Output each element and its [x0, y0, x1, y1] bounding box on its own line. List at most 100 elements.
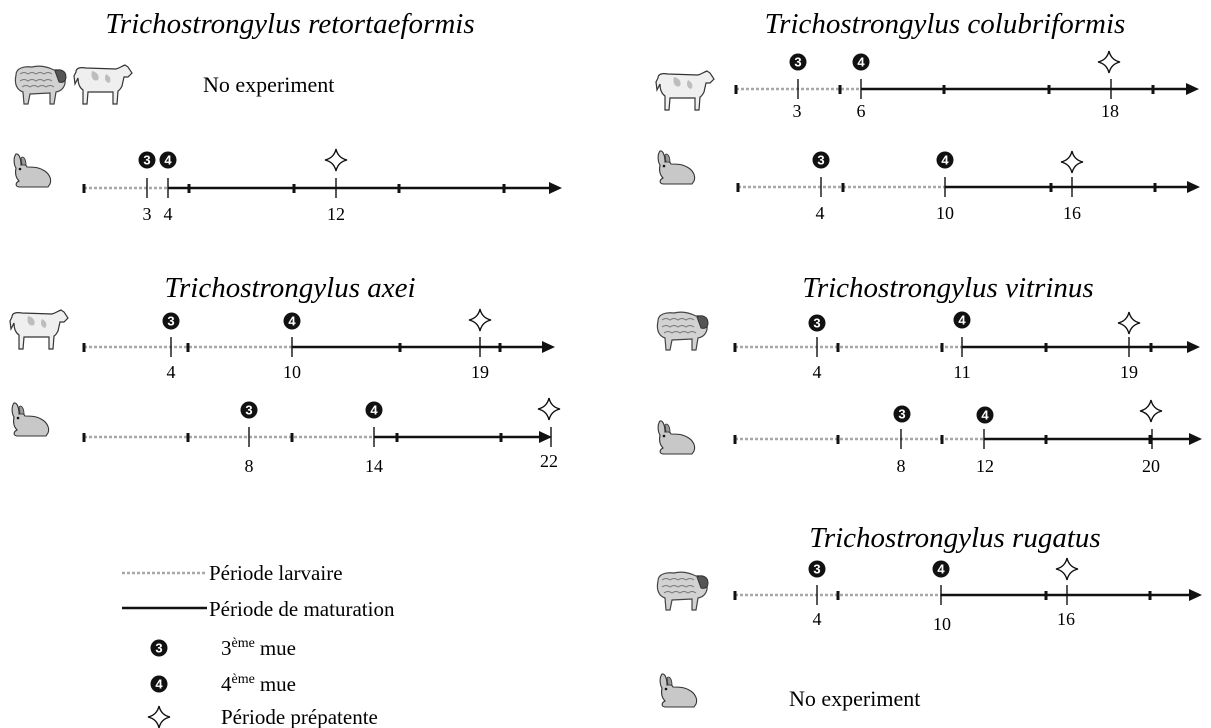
prepatent-day-label: 18: [1101, 101, 1119, 121]
mue3-icon: [893, 405, 911, 423]
prepatent-day-label: 20: [1142, 456, 1160, 476]
mue4-icon: [365, 401, 383, 419]
mue3-day-label: 3: [143, 204, 152, 224]
axis-arrowhead: [542, 341, 555, 353]
legend-maturation: Période de maturation: [122, 597, 395, 621]
mue4-icon: [852, 53, 870, 71]
cow-icon: [653, 69, 715, 111]
no-experiment-note: No experiment: [789, 686, 920, 711]
mue3-icon: [808, 314, 826, 332]
mue3-icon: [808, 560, 826, 578]
mue3-day-label: 4: [813, 362, 822, 382]
host-row-sheep: 4 10 16: [651, 557, 1202, 634]
axis-arrowhead: [1189, 433, 1202, 445]
no-experiment-note: No experiment: [203, 72, 334, 97]
mue4-icon: [936, 151, 954, 169]
prepatent-star-icon: [468, 308, 492, 332]
sheep-icon: [651, 311, 709, 351]
axis-minor-ticks: [82, 433, 503, 442]
axis-minor-ticks: [734, 85, 1155, 94]
panel-retortaeformis: Trichostrongylus retortaeformis No exper…: [9, 8, 562, 224]
legend-larval: Période larvaire: [122, 561, 343, 585]
prepatent-day-label: 12: [327, 204, 345, 224]
prepatent-star-icon: [1060, 150, 1084, 174]
rabbit-icon: [655, 672, 701, 710]
cow-icon: [71, 63, 133, 105]
mue4-day-label: 6: [857, 101, 866, 121]
prepatent-day-label: 16: [1063, 203, 1081, 223]
mue4-day-label: 11: [953, 362, 970, 382]
legend-prepatent: Période prépatente: [147, 705, 378, 728]
legend-larval-label: Période larvaire: [209, 561, 343, 585]
host-row-cow: 3 6 18: [653, 50, 1199, 121]
mue3-day-label: 4: [816, 203, 825, 223]
sheep-icon: [651, 571, 709, 611]
axis-minor-ticks: [733, 591, 1152, 600]
mue4-day-label: 4: [164, 204, 173, 224]
axis-arrowhead: [549, 182, 562, 194]
mue3-day-label: 8: [897, 456, 906, 476]
sheep-icon: [9, 65, 67, 105]
species-title: Trichostrongylus retortaeformis: [105, 8, 474, 40]
mue3-icon: [150, 639, 168, 657]
prepatent-star-icon: [1097, 50, 1121, 74]
rabbit-icon: [9, 152, 55, 190]
cow-icon: [7, 308, 69, 350]
mue4-day-label: 10: [283, 362, 301, 382]
mue4-day-label: 10: [933, 614, 951, 634]
mue4-icon: [953, 311, 971, 329]
host-row-sheep-cow: No experiment: [9, 63, 334, 105]
axis-arrowhead: [1187, 181, 1200, 193]
host-row-rabbit: 4 10 16: [653, 149, 1200, 223]
prepatent-star-icon: [537, 397, 561, 421]
prepatent-day-label: 19: [471, 362, 489, 382]
prepatent-star-icon: [324, 148, 348, 172]
axis-minor-ticks: [82, 343, 502, 352]
legend: Période larvaire Période de maturation 3…: [122, 561, 395, 728]
axis-minor-ticks: [82, 184, 506, 193]
prepatent-star-icon: [1117, 311, 1141, 335]
species-title: Trichostrongylus vitrinus: [802, 272, 1093, 304]
axis-minor-ticks: [733, 343, 1153, 352]
mue4-icon: [976, 406, 994, 424]
mue3-icon: [162, 312, 180, 330]
panel-rugatus: Trichostrongylus rugatus 4 10 16: [651, 522, 1202, 711]
mue4-day-label: 12: [976, 456, 994, 476]
mue3-icon: [138, 151, 156, 169]
mue3-day-label: 4: [813, 609, 822, 629]
axis-arrowhead: [1186, 83, 1199, 95]
host-row-sheep: 4 11 19: [651, 311, 1200, 382]
axis-minor-ticks: [733, 435, 1152, 444]
prepatent-day-label: 19: [1120, 362, 1138, 382]
species-title: Trichostrongylus axei: [164, 272, 415, 304]
mue4-icon: [159, 151, 177, 169]
species-title: Trichostrongylus colubriformis: [765, 8, 1126, 40]
axis-minor-ticks: [736, 183, 1157, 192]
mue3-day-label: 4: [167, 362, 176, 382]
four-point-star-icon: [147, 705, 171, 728]
axis-arrowhead: [1189, 589, 1202, 601]
axis-arrowhead: [1187, 341, 1200, 353]
host-row-rabbit: No experiment: [655, 672, 920, 711]
mue4-day-label: 10: [936, 203, 954, 223]
mue3-icon: [240, 401, 258, 419]
panel-axei: Trichostrongylus axei 4 10 19: [7, 272, 561, 476]
prepatent-day-label: 22: [540, 451, 558, 471]
prepatent-day-label: 16: [1057, 609, 1075, 629]
rabbit-icon: [653, 149, 699, 187]
mue3-icon: [789, 53, 807, 71]
species-title: Trichostrongylus rugatus: [809, 522, 1100, 554]
panel-colubriformis: Trichostrongylus colubriformis 3: [653, 8, 1200, 223]
mue4-icon: [932, 560, 950, 578]
host-row-cow: 4 10 19: [7, 308, 555, 382]
mue3-icon: [812, 151, 830, 169]
rabbit-icon: [7, 401, 53, 439]
host-row-rabbit: 8 12 20: [653, 399, 1202, 476]
host-row-rabbit: 3 4 12: [9, 148, 562, 224]
axis-arrowhead: [539, 431, 552, 443]
legend-maturation-label: Période de maturation: [209, 597, 395, 621]
host-row-rabbit: 8 14 22: [7, 397, 561, 476]
